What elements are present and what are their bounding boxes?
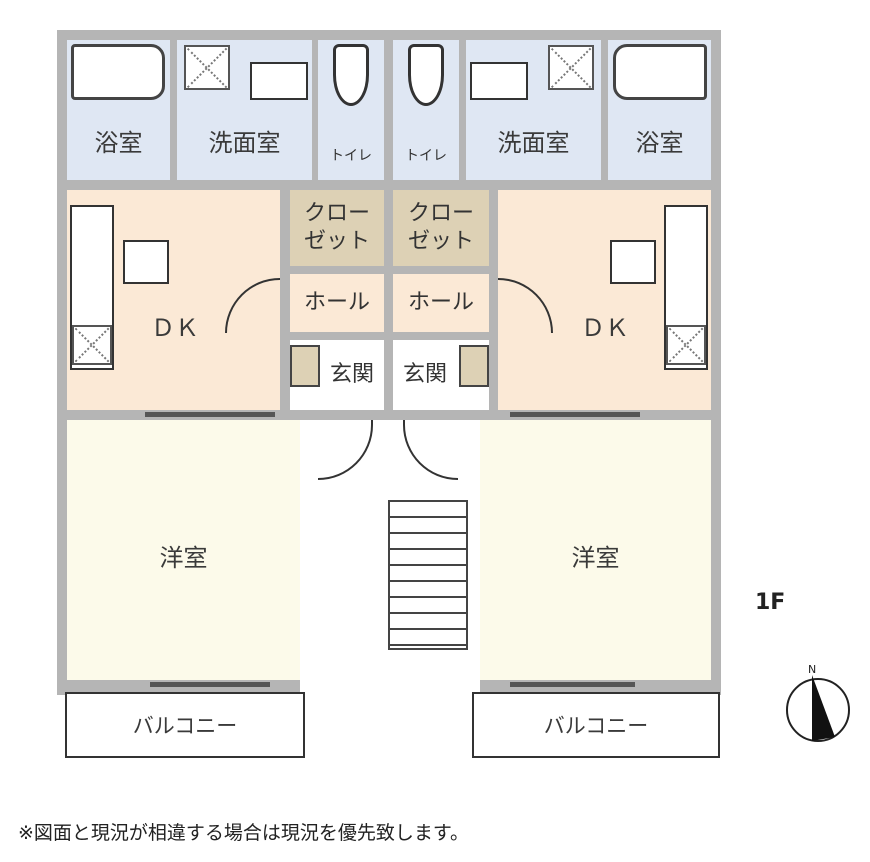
range-hood-icon bbox=[610, 240, 656, 284]
sink-icon bbox=[470, 62, 528, 100]
balcony-left: バルコニー bbox=[65, 692, 305, 758]
closet-label-line1: クロー bbox=[303, 201, 370, 226]
toilet-label: トイレ bbox=[330, 148, 372, 164]
closet-label-line2: ゼット bbox=[407, 229, 474, 254]
western-room-left bbox=[67, 420, 300, 680]
window-icon bbox=[145, 412, 275, 417]
closet-label-line1: クロー bbox=[407, 201, 474, 226]
shoe-box-icon bbox=[290, 345, 320, 387]
washroom-label: 洗面室 bbox=[497, 128, 570, 157]
floor-label: 1F bbox=[755, 590, 786, 615]
bathtub-icon bbox=[613, 44, 707, 100]
shoe-box-icon bbox=[459, 345, 489, 387]
entrance-label: 玄関 bbox=[329, 362, 374, 387]
bathtub-icon bbox=[71, 44, 165, 100]
dk-label: ＤＫ bbox=[581, 313, 629, 342]
western-room-label: 洋室 bbox=[159, 543, 208, 572]
window-icon bbox=[510, 682, 635, 687]
hall-right bbox=[393, 274, 489, 332]
sink-icon bbox=[250, 62, 308, 100]
bath-label: 浴室 bbox=[94, 128, 143, 157]
washroom-label: 洗面室 bbox=[208, 128, 281, 157]
washer-icon bbox=[548, 45, 594, 90]
entrance-label: 玄関 bbox=[402, 362, 447, 387]
western-room-right bbox=[480, 420, 711, 680]
disclaimer-note: ※図面と現況が相違する場合は現況を優先致します。 bbox=[18, 822, 470, 844]
compass-icon: N bbox=[786, 663, 850, 742]
range-hood-icon bbox=[123, 240, 169, 284]
closet-label-line2: ゼット bbox=[303, 229, 370, 254]
western-room-label: 洋室 bbox=[571, 543, 620, 572]
balcony-right: バルコニー bbox=[472, 692, 720, 758]
hall-label: ホール bbox=[407, 290, 474, 315]
toilet-icon bbox=[408, 44, 444, 106]
dk-label: ＤＫ bbox=[151, 313, 199, 342]
staircase bbox=[388, 500, 468, 650]
closet-label: クロー ゼット bbox=[393, 195, 489, 261]
toilet-icon bbox=[333, 44, 369, 106]
fridge-icon bbox=[72, 325, 112, 365]
hall-left bbox=[290, 274, 384, 332]
compass-north-label: N bbox=[808, 663, 816, 676]
fridge-icon bbox=[666, 325, 706, 365]
window-icon bbox=[510, 412, 640, 417]
toilet-label: トイレ bbox=[405, 148, 447, 164]
hall-label: ホール bbox=[303, 290, 370, 315]
closet-label: クロー ゼット bbox=[290, 195, 384, 261]
closet-right bbox=[393, 190, 489, 266]
closet-left bbox=[290, 190, 384, 266]
washer-icon bbox=[184, 45, 230, 90]
window-icon bbox=[150, 682, 270, 687]
balcony-label: バルコニー bbox=[543, 714, 649, 738]
bath-label: 浴室 bbox=[635, 128, 684, 157]
balcony-label: バルコニー bbox=[132, 714, 238, 738]
